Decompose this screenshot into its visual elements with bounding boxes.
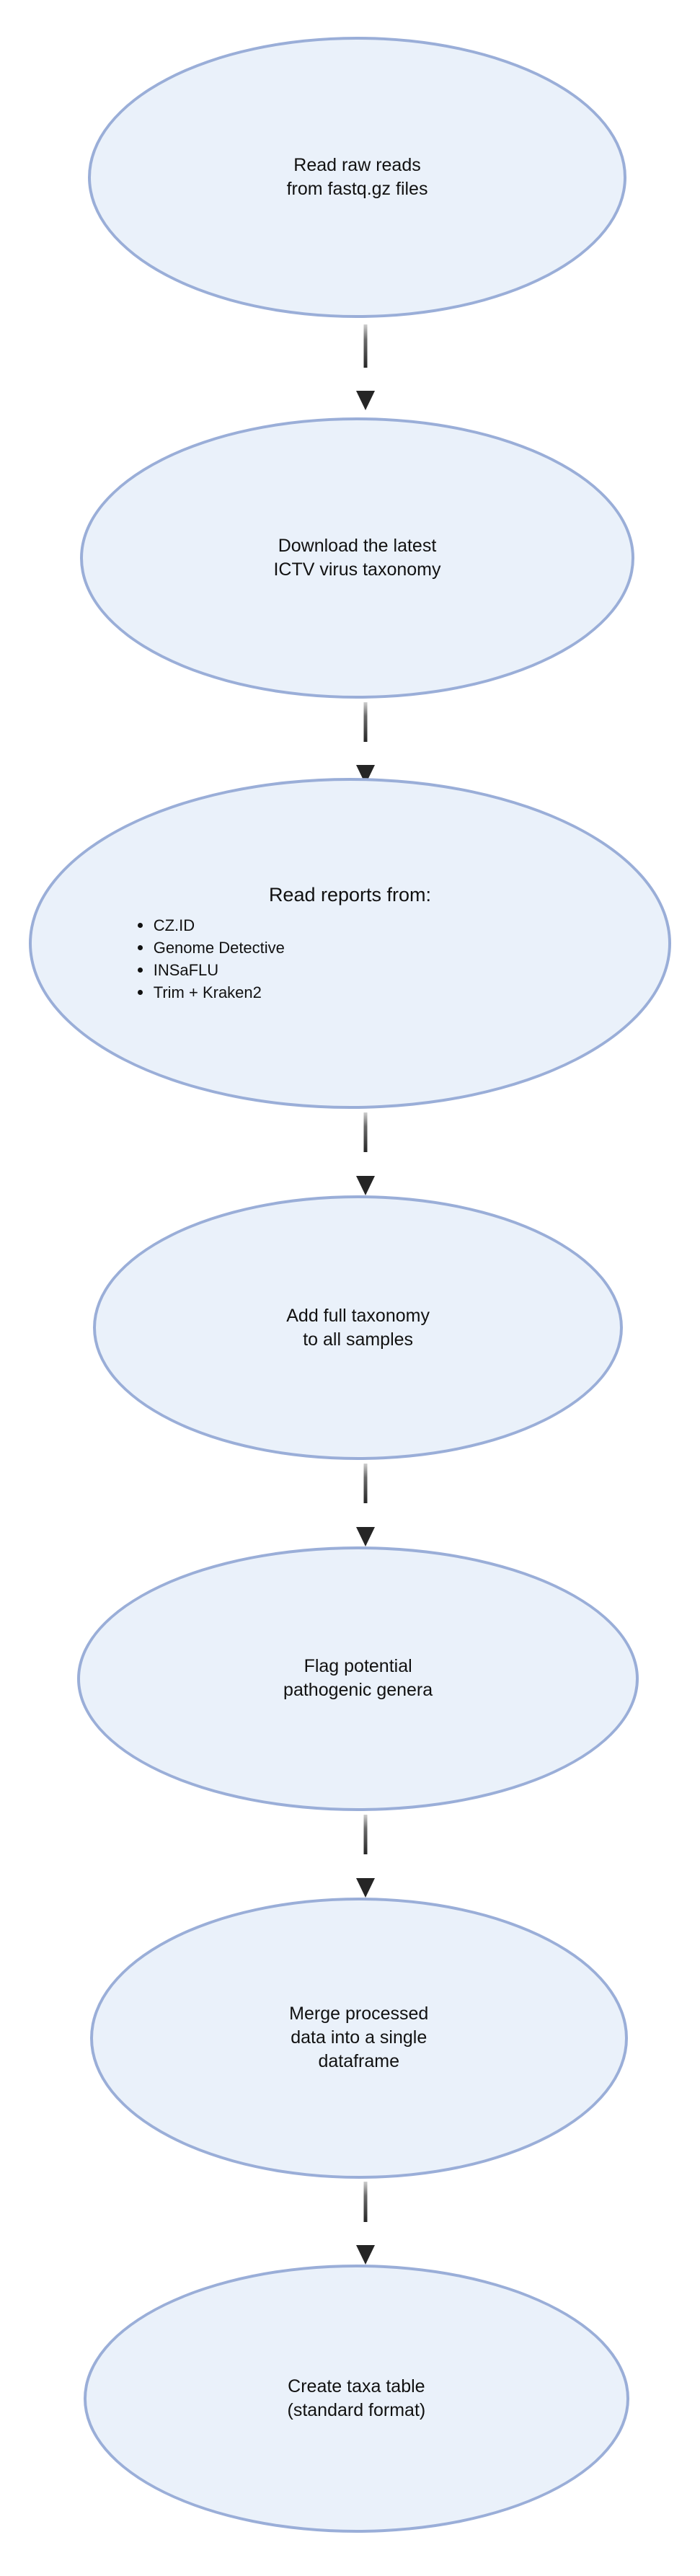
arrow-shaft: [363, 1814, 368, 1854]
flow-node-label: Merge processed data into a single dataf…: [289, 2004, 429, 2072]
report-source-list: CZ.ID Genome Detective INSaFLU Trim + Kr…: [83, 914, 618, 1004]
arrow-shaft: [363, 701, 368, 742]
flow-node-content: Read reports from: CZ.ID Genome Detectiv…: [83, 883, 618, 1004]
list-item: CZ.ID: [137, 914, 618, 937]
flow-node-label: Add full taxonomy to all samples: [286, 1305, 430, 1350]
arrow-shaft: [363, 1112, 368, 1153]
flow-node-read-raw-reads[interactable]: Read raw reads from fastq.gz files: [88, 36, 626, 318]
arrow-head-icon: [356, 1175, 376, 1195]
list-item: INSaFLU: [137, 959, 618, 981]
arrow-head-icon: [356, 2245, 376, 2265]
flow-node-label: Create taxa table (standard format): [287, 2376, 426, 2421]
arrow-head-icon: [356, 391, 376, 411]
flow-node-create-taxa-table[interactable]: Create taxa table (standard format): [83, 2265, 629, 2533]
flow-arrow-4: [356, 1463, 376, 1546]
flow-arrow-2: [356, 701, 376, 785]
flow-arrow-6: [356, 2182, 376, 2265]
arrow-shaft: [363, 2182, 368, 2222]
arrow-head-icon: [356, 1526, 376, 1546]
flow-node-flag-pathogenic-genera[interactable]: Flag potential pathogenic genera: [76, 1546, 639, 1812]
flow-node-merge-processed-data[interactable]: Merge processed data into a single dataf…: [89, 1897, 628, 2179]
flow-arrow-3: [356, 1112, 376, 1195]
flow-arrow-5: [356, 1814, 376, 1898]
list-item: Trim + Kraken2: [137, 981, 618, 1004]
flow-node-read-reports-from[interactable]: Read reports from: CZ.ID Genome Detectiv…: [29, 778, 671, 1110]
flow-node-add-full-taxonomy[interactable]: Add full taxonomy to all samples: [93, 1195, 624, 1461]
arrow-shaft: [363, 324, 368, 368]
flow-node-label: Download the latest ICTV virus taxonomy: [273, 535, 441, 580]
flow-node-label: Read raw reads from fastq.gz files: [286, 154, 428, 199]
flow-arrow-1: [356, 324, 376, 411]
arrow-head-icon: [356, 1877, 376, 1898]
flow-node-label: Flag potential pathogenic genera: [283, 1656, 433, 1701]
list-item: Genome Detective: [137, 937, 618, 959]
flow-node-download-ictv-taxonomy[interactable]: Download the latest ICTV virus taxonomy: [80, 417, 634, 699]
flow-node-heading: Read reports from:: [268, 884, 432, 906]
arrow-shaft: [363, 1463, 368, 1503]
